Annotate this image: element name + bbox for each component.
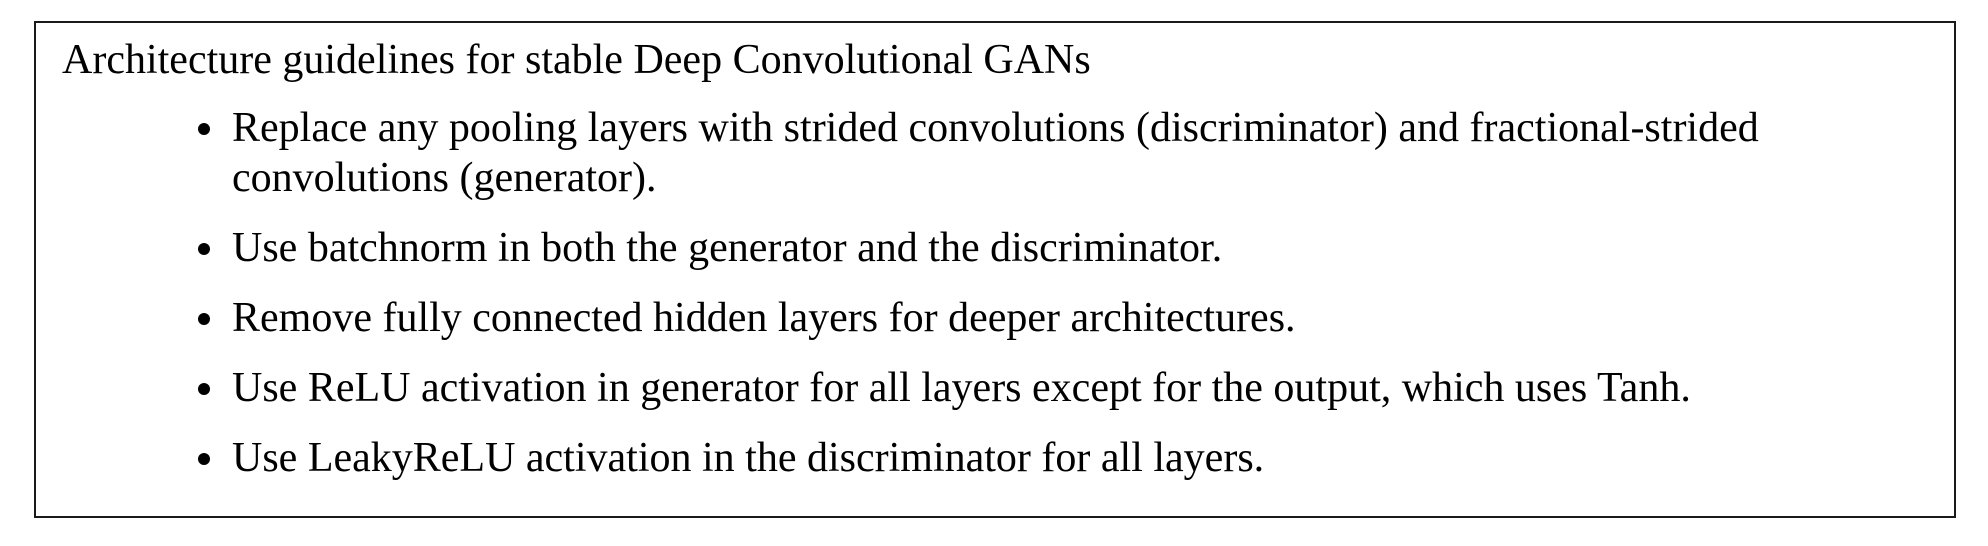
- list-item-text: Use ReLU activation in generator for all…: [232, 365, 1691, 411]
- list-item: Replace any pooling layers with strided …: [186, 103, 1926, 203]
- list-item-text: Use LeakyReLU activation in the discrimi…: [232, 435, 1265, 481]
- bullet-icon: [198, 313, 210, 325]
- bullet-icon: [198, 383, 210, 395]
- list-item: Use LeakyReLU activation in the discrimi…: [186, 433, 1926, 483]
- bullet-icon: [198, 243, 210, 255]
- list-item-text: Use batchnorm in both the generator and …: [232, 225, 1223, 271]
- box-title: Architecture guidelines for stable Deep …: [62, 37, 1091, 83]
- guidelines-box: Architecture guidelines for stable Deep …: [34, 21, 1956, 518]
- bullet-icon: [198, 123, 210, 135]
- list-item: Use ReLU activation in generator for all…: [186, 363, 1926, 413]
- list-item: Remove fully connected hidden layers for…: [186, 293, 1926, 343]
- bullet-icon: [198, 453, 210, 465]
- guideline-list: Replace any pooling layers with strided …: [186, 103, 1926, 483]
- list-item-text: Replace any pooling layers with strided …: [232, 105, 1759, 201]
- list-item: Use batchnorm in both the generator and …: [186, 223, 1926, 273]
- list-item-text: Remove fully connected hidden layers for…: [232, 295, 1296, 341]
